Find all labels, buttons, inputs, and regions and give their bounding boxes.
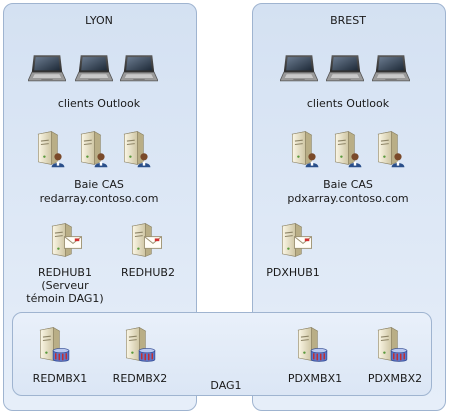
dag-container bbox=[12, 312, 432, 396]
mailbox-server-icon bbox=[294, 326, 330, 364]
site-brest-title: BREST bbox=[330, 14, 366, 27]
redhub1-label: REDHUB1 bbox=[38, 266, 92, 279]
cas-server-icon bbox=[77, 130, 111, 172]
hub-server-icon bbox=[128, 222, 164, 260]
lyon-cas-array-name: redarray.contoso.com bbox=[39, 192, 159, 205]
hub-server-icon bbox=[48, 222, 84, 260]
laptop-icon bbox=[326, 53, 364, 84]
brest-cas-label: Baie CAS bbox=[323, 178, 373, 191]
redhub2-label: REDHUB2 bbox=[121, 266, 175, 279]
lyon-cas-label: Baie CAS bbox=[74, 178, 124, 191]
brest-clients-label: clients Outlook bbox=[306, 97, 390, 110]
lyon-clients-label: clients Outlook bbox=[57, 97, 141, 110]
cas-server-icon bbox=[374, 130, 408, 172]
pdxmbx1-label: PDXMBX1 bbox=[287, 372, 343, 385]
redmbx2-label: REDMBX2 bbox=[112, 372, 168, 385]
laptop-icon bbox=[120, 53, 158, 84]
redhub1-role-line2: témoin DAG1) bbox=[26, 292, 104, 305]
laptop-icon bbox=[28, 53, 66, 84]
cas-server-icon bbox=[288, 130, 322, 172]
cas-server-icon bbox=[34, 130, 68, 172]
cas-server-icon bbox=[331, 130, 365, 172]
redmbx1-label: REDMBX1 bbox=[32, 372, 88, 385]
laptop-icon bbox=[75, 53, 113, 84]
laptop-icon bbox=[372, 53, 410, 84]
pdxmbx2-label: PDXMBX2 bbox=[367, 372, 423, 385]
mailbox-server-icon bbox=[122, 326, 158, 364]
dag-label: DAG1 bbox=[210, 379, 242, 392]
mailbox-server-icon bbox=[36, 326, 72, 364]
pdxhub1-label: PDXHUB1 bbox=[266, 266, 320, 279]
mailbox-server-icon bbox=[374, 326, 410, 364]
site-lyon-title: LYON bbox=[85, 14, 113, 27]
cas-server-icon bbox=[120, 130, 154, 172]
laptop-icon bbox=[280, 53, 318, 84]
hub-server-icon bbox=[278, 222, 314, 260]
redhub1-role-line1: (Serveur bbox=[41, 279, 89, 292]
brest-cas-array-name: pdxarray.contoso.com bbox=[287, 192, 409, 205]
